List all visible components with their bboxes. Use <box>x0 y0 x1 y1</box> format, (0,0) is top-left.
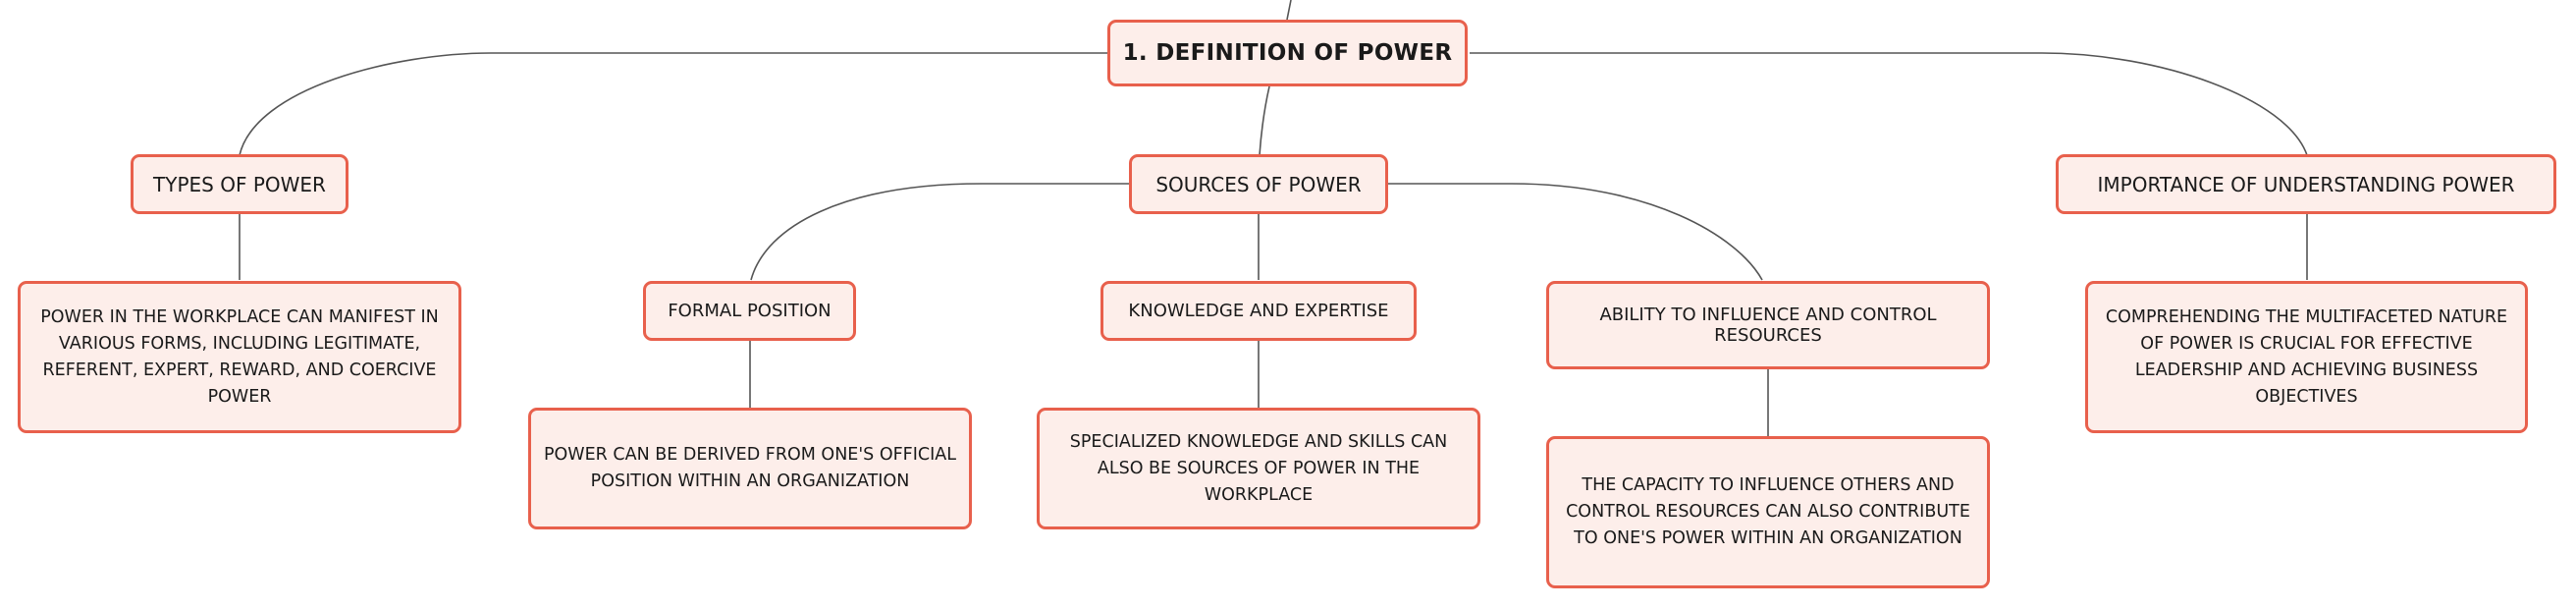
node-formal-position[interactable]: FORMAL POSITION <box>643 281 856 341</box>
desc-types-of-power[interactable]: POWER IN THE WORKPLACE CAN MANIFEST IN V… <box>18 281 461 433</box>
node-text: THE CAPACITY TO INFLUENCE OTHERS AND CON… <box>1566 475 1970 548</box>
desc-importance-of-understanding-power[interactable]: COMPREHENDING THE MULTIFACETED NATURE OF… <box>2085 281 2528 433</box>
connector-sources-formal <box>750 183 1131 281</box>
node-label: FORMAL POSITION <box>668 301 832 321</box>
node-label: KNOWLEDGE AND EXPERTISE <box>1128 301 1389 321</box>
node-text: SPECIALIZED KNOWLEDGE AND SKILLS CAN ALS… <box>1069 431 1448 505</box>
connector-sources-ability <box>1387 183 1763 281</box>
desc-knowledge-and-expertise[interactable]: SPECIALIZED KNOWLEDGE AND SKILLS CAN ALS… <box>1037 408 1480 529</box>
node-ability-to-influence[interactable]: ABILITY TO INFLUENCE AND CONTROL RESOURC… <box>1546 281 1990 369</box>
node-text: COMPREHENDING THE MULTIFACETED NATURE OF… <box>2105 306 2508 407</box>
node-text: POWER IN THE WORKPLACE CAN MANIFEST IN V… <box>40 306 439 407</box>
node-text: POWER CAN BE DERIVED FROM ONE'S OFFICIAL… <box>543 445 957 491</box>
connector-root-importance <box>1470 52 2308 156</box>
connector-root-sources <box>1259 85 1270 156</box>
node-label: TYPES OF POWER <box>153 172 326 196</box>
node-label: IMPORTANCE OF UNDERSTANDING POWER <box>2097 172 2515 196</box>
desc-formal-position[interactable]: POWER CAN BE DERIVED FROM ONE'S OFFICIAL… <box>528 408 972 529</box>
desc-ability-to-influence[interactable]: THE CAPACITY TO INFLUENCE OTHERS AND CON… <box>1546 436 1990 588</box>
root-node[interactable]: 1. DEFINITION OF POWER <box>1107 20 1468 86</box>
node-label: ABILITY TO INFLUENCE AND CONTROL RESOURC… <box>1599 304 1937 346</box>
node-sources-of-power[interactable]: SOURCES OF POWER <box>1129 154 1388 214</box>
connector-root-types <box>239 52 1109 156</box>
node-label: SOURCES OF POWER <box>1155 172 1362 196</box>
node-importance-of-understanding-power[interactable]: IMPORTANCE OF UNDERSTANDING POWER <box>2056 154 2556 214</box>
root-label: 1. DEFINITION OF POWER <box>1122 40 1453 66</box>
node-knowledge-and-expertise[interactable]: KNOWLEDGE AND EXPERTISE <box>1100 281 1417 341</box>
node-types-of-power[interactable]: TYPES OF POWER <box>131 154 349 214</box>
connector-incoming <box>1286 0 1292 21</box>
